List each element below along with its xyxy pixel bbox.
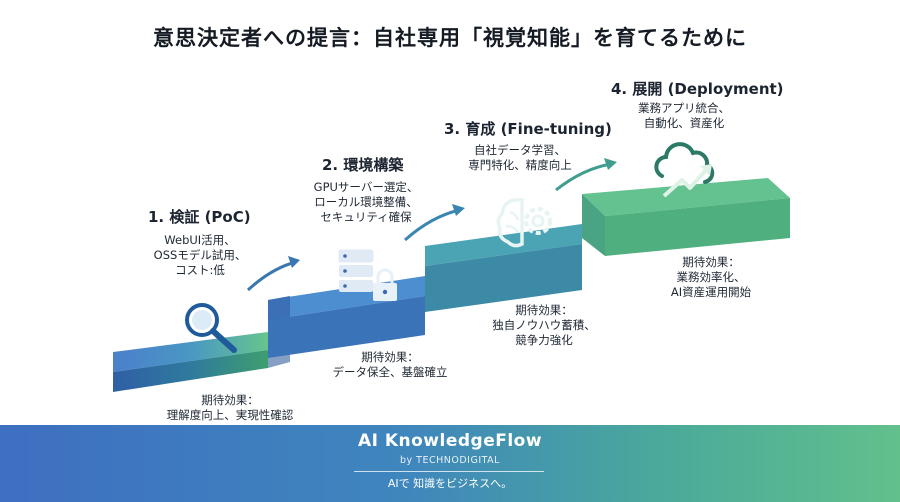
- stage-1-description: WebUI活用、 OSSモデル試用、 コスト:低: [153, 233, 247, 277]
- step-3-block: [425, 224, 582, 312]
- stage-2-effect: 期待効果： データ保全、基盤確立: [332, 350, 448, 379]
- stage-4-description: 業務アプリ統合、 自動化、資産化: [638, 101, 730, 130]
- stage-2-title: 2. 環境構築: [322, 156, 404, 174]
- stage-1-effect: 期待効果： 理解度向上、実現性確認: [166, 393, 294, 422]
- magnifier-icon: [185, 303, 237, 353]
- stage-4-title: 4. 展開 (Deployment): [611, 80, 784, 98]
- footer-banner: [0, 425, 900, 502]
- stage-2-description: GPUサーバー選定、 ローカル環境整備、 セキュリティ確保: [313, 180, 419, 224]
- cloud-growth-icon: [654, 142, 715, 198]
- progress-arrow-1: [246, 256, 300, 292]
- footer-brand: AI KnowledgeFlow: [357, 431, 543, 451]
- server-lock-icon: [338, 249, 397, 301]
- step-4-block: [582, 178, 790, 256]
- stage-1-title: 1. 検証 (PoC): [148, 208, 251, 226]
- footer-divider: [354, 471, 544, 472]
- stage-3-title: 3. 育成 (Fine-tuning): [444, 120, 612, 138]
- progress-arrow-3: [555, 158, 617, 192]
- page-title: 意思決定者への提言：自社専用「視覚知能」を育てるために: [153, 26, 747, 50]
- brain-gear-icon: [496, 198, 552, 248]
- footer-byline: by TECHNODIGITAL: [400, 455, 500, 466]
- staircase-diagram: [113, 142, 790, 392]
- footer-tagline: AIで 知識をビジネスへ。: [387, 477, 513, 490]
- stage-4-effect: 期待効果： 業務効率化、 AI資産運用開始: [670, 255, 752, 299]
- stage-3-description: 自社データ学習、 専門特化、精度向上: [468, 143, 572, 172]
- stage-3-effect: 期待効果： 独自ノウハウ蓄積、 競争力強化: [492, 303, 596, 347]
- progress-arrow-2: [404, 204, 465, 242]
